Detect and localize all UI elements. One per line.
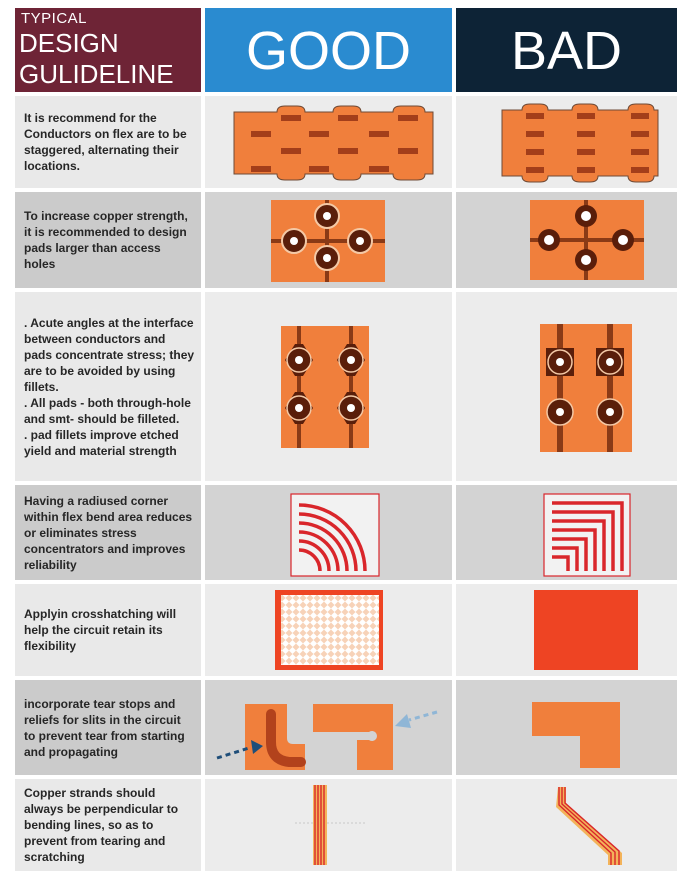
copper-strands-good-illustration: [295, 785, 365, 865]
title-line-typical: TYPICAL: [21, 10, 88, 27]
row-1-text: It is recommend for the Conductors on fl…: [15, 96, 201, 188]
row-2-text: To increase copper strength, it is recom…: [15, 192, 201, 288]
crosshatching-bad-illustration: [534, 590, 638, 670]
crosshatching-good-illustration: [275, 590, 383, 670]
row-7-good-cell: [205, 779, 452, 871]
pad-fillet-bad-illustration: [540, 324, 632, 452]
row-1-good-cell: [205, 96, 452, 188]
pad-size-bad-illustration: [530, 200, 644, 280]
row-5-bad-cell: [456, 584, 677, 676]
good-label: GOOD: [245, 21, 411, 81]
row-6-text: incorporate tear stops and reliefs for s…: [15, 680, 201, 775]
pad-fillet-good-illustration: [281, 326, 369, 448]
pad-size-good-illustration: [271, 200, 385, 282]
row-4-good-cell: [205, 485, 452, 580]
row-1-bad-cell: [456, 96, 677, 188]
staggered-conductors-good-illustration: [233, 105, 434, 181]
row-6-good-cell: [205, 680, 452, 775]
row-3-bad-cell: [456, 292, 677, 481]
radiused-corner-bad-illustration: [543, 493, 631, 577]
row-4-text: Having a radiused corner within flex ben…: [15, 485, 201, 580]
good-column-header: GOOD: [205, 8, 452, 92]
title-line-design: DESIGN: [19, 28, 119, 58]
row-5-text: Applyin crosshatching will help the circ…: [15, 584, 201, 676]
guideline-title-block: TYPICAL DESIGN GULIDELINE: [15, 8, 201, 92]
copper-strands-bad-illustration: [556, 787, 622, 865]
relief-arrow-icon: [395, 710, 438, 728]
staggered-conductors-bad-illustration: [501, 103, 659, 183]
tear-stop-good-illustration: [216, 704, 438, 770]
bad-label: BAD: [510, 21, 623, 81]
bad-column-header: BAD: [456, 8, 677, 92]
row-3-text: . Acute angles at the interface between …: [15, 292, 201, 481]
row-4-bad-cell: [456, 485, 677, 580]
radiused-corner-good-illustration: [290, 493, 380, 577]
tear-arrow-icon: [216, 740, 263, 760]
row-5-good-cell: [205, 584, 452, 676]
row-7-text: Copper strands should always be perpendi…: [15, 779, 201, 871]
row-2-bad-cell: [456, 192, 677, 288]
row-3-good-cell: [205, 292, 452, 481]
row-7-bad-cell: [456, 779, 677, 871]
title-line-guideline: GULIDELINE: [19, 59, 174, 89]
row-2-good-cell: [205, 192, 452, 288]
row-6-bad-cell: [456, 680, 677, 775]
tear-stop-bad-illustration: [532, 702, 620, 768]
